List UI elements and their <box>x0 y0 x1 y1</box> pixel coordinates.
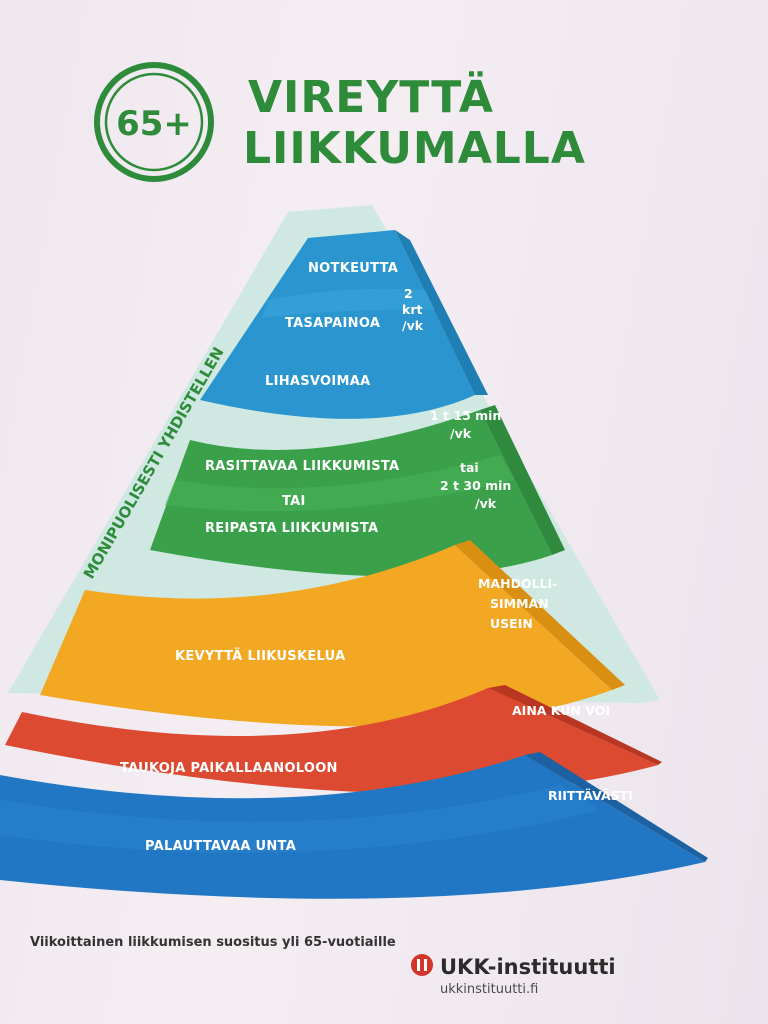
top-item-2: TASAPAINOA <box>285 316 380 331</box>
level-yellow <box>40 540 625 727</box>
green-item-1: RASITTAVAA LIIKKUMISTA <box>205 459 399 474</box>
title-line2: LIIKKUMALLA <box>243 123 586 174</box>
level-green <box>150 405 565 577</box>
badge-65-plus: 65+ <box>94 62 214 182</box>
level-blue <box>0 752 708 899</box>
green-side-1: 1 t 15 min <box>430 408 501 423</box>
top-side-2: krt <box>402 302 422 317</box>
green-side-2: /vk <box>450 426 472 441</box>
top-side-3: /vk <box>402 318 424 333</box>
org-url[interactable]: ukkinstituutti.fi <box>440 982 539 997</box>
yellow-side-1: MAHDOLLI- <box>478 576 557 591</box>
red-item: TAUKOJA PAIKALLAANOLOON <box>120 761 338 776</box>
ukk-logo-icon <box>411 954 433 976</box>
green-item-2: TAI <box>282 494 306 509</box>
top-item-3: LIHASVOIMAA <box>265 374 371 389</box>
badge-text: 65+ <box>116 104 192 144</box>
footer-caption: Viikoittainen liikkumisen suositus yli 6… <box>30 935 396 950</box>
level-top <box>200 230 488 419</box>
red-side: AINA KUN VOI <box>512 703 610 718</box>
yellow-side-2: SIMMAN <box>490 596 549 611</box>
top-side-1: 2 <box>404 286 413 301</box>
green-item-3: REIPASTA LIIKKUMISTA <box>205 521 378 536</box>
blue-item: PALAUTTAVAA UNTA <box>145 839 296 854</box>
title-line1: VIREYTTÄ <box>248 70 494 123</box>
yellow-item: KEVYTTÄ LIIKUSKELUA <box>175 648 345 664</box>
blue-side: RIITTÄVÄSTI <box>548 788 633 803</box>
green-side-3: tai <box>460 460 479 475</box>
green-side-5: /vk <box>475 496 497 511</box>
yellow-side-3: USEIN <box>490 616 533 631</box>
org-name: UKK-instituutti <box>440 955 616 979</box>
top-item-1: NOTKEUTTA <box>308 261 398 276</box>
green-side-4: 2 t 30 min <box>440 478 511 493</box>
